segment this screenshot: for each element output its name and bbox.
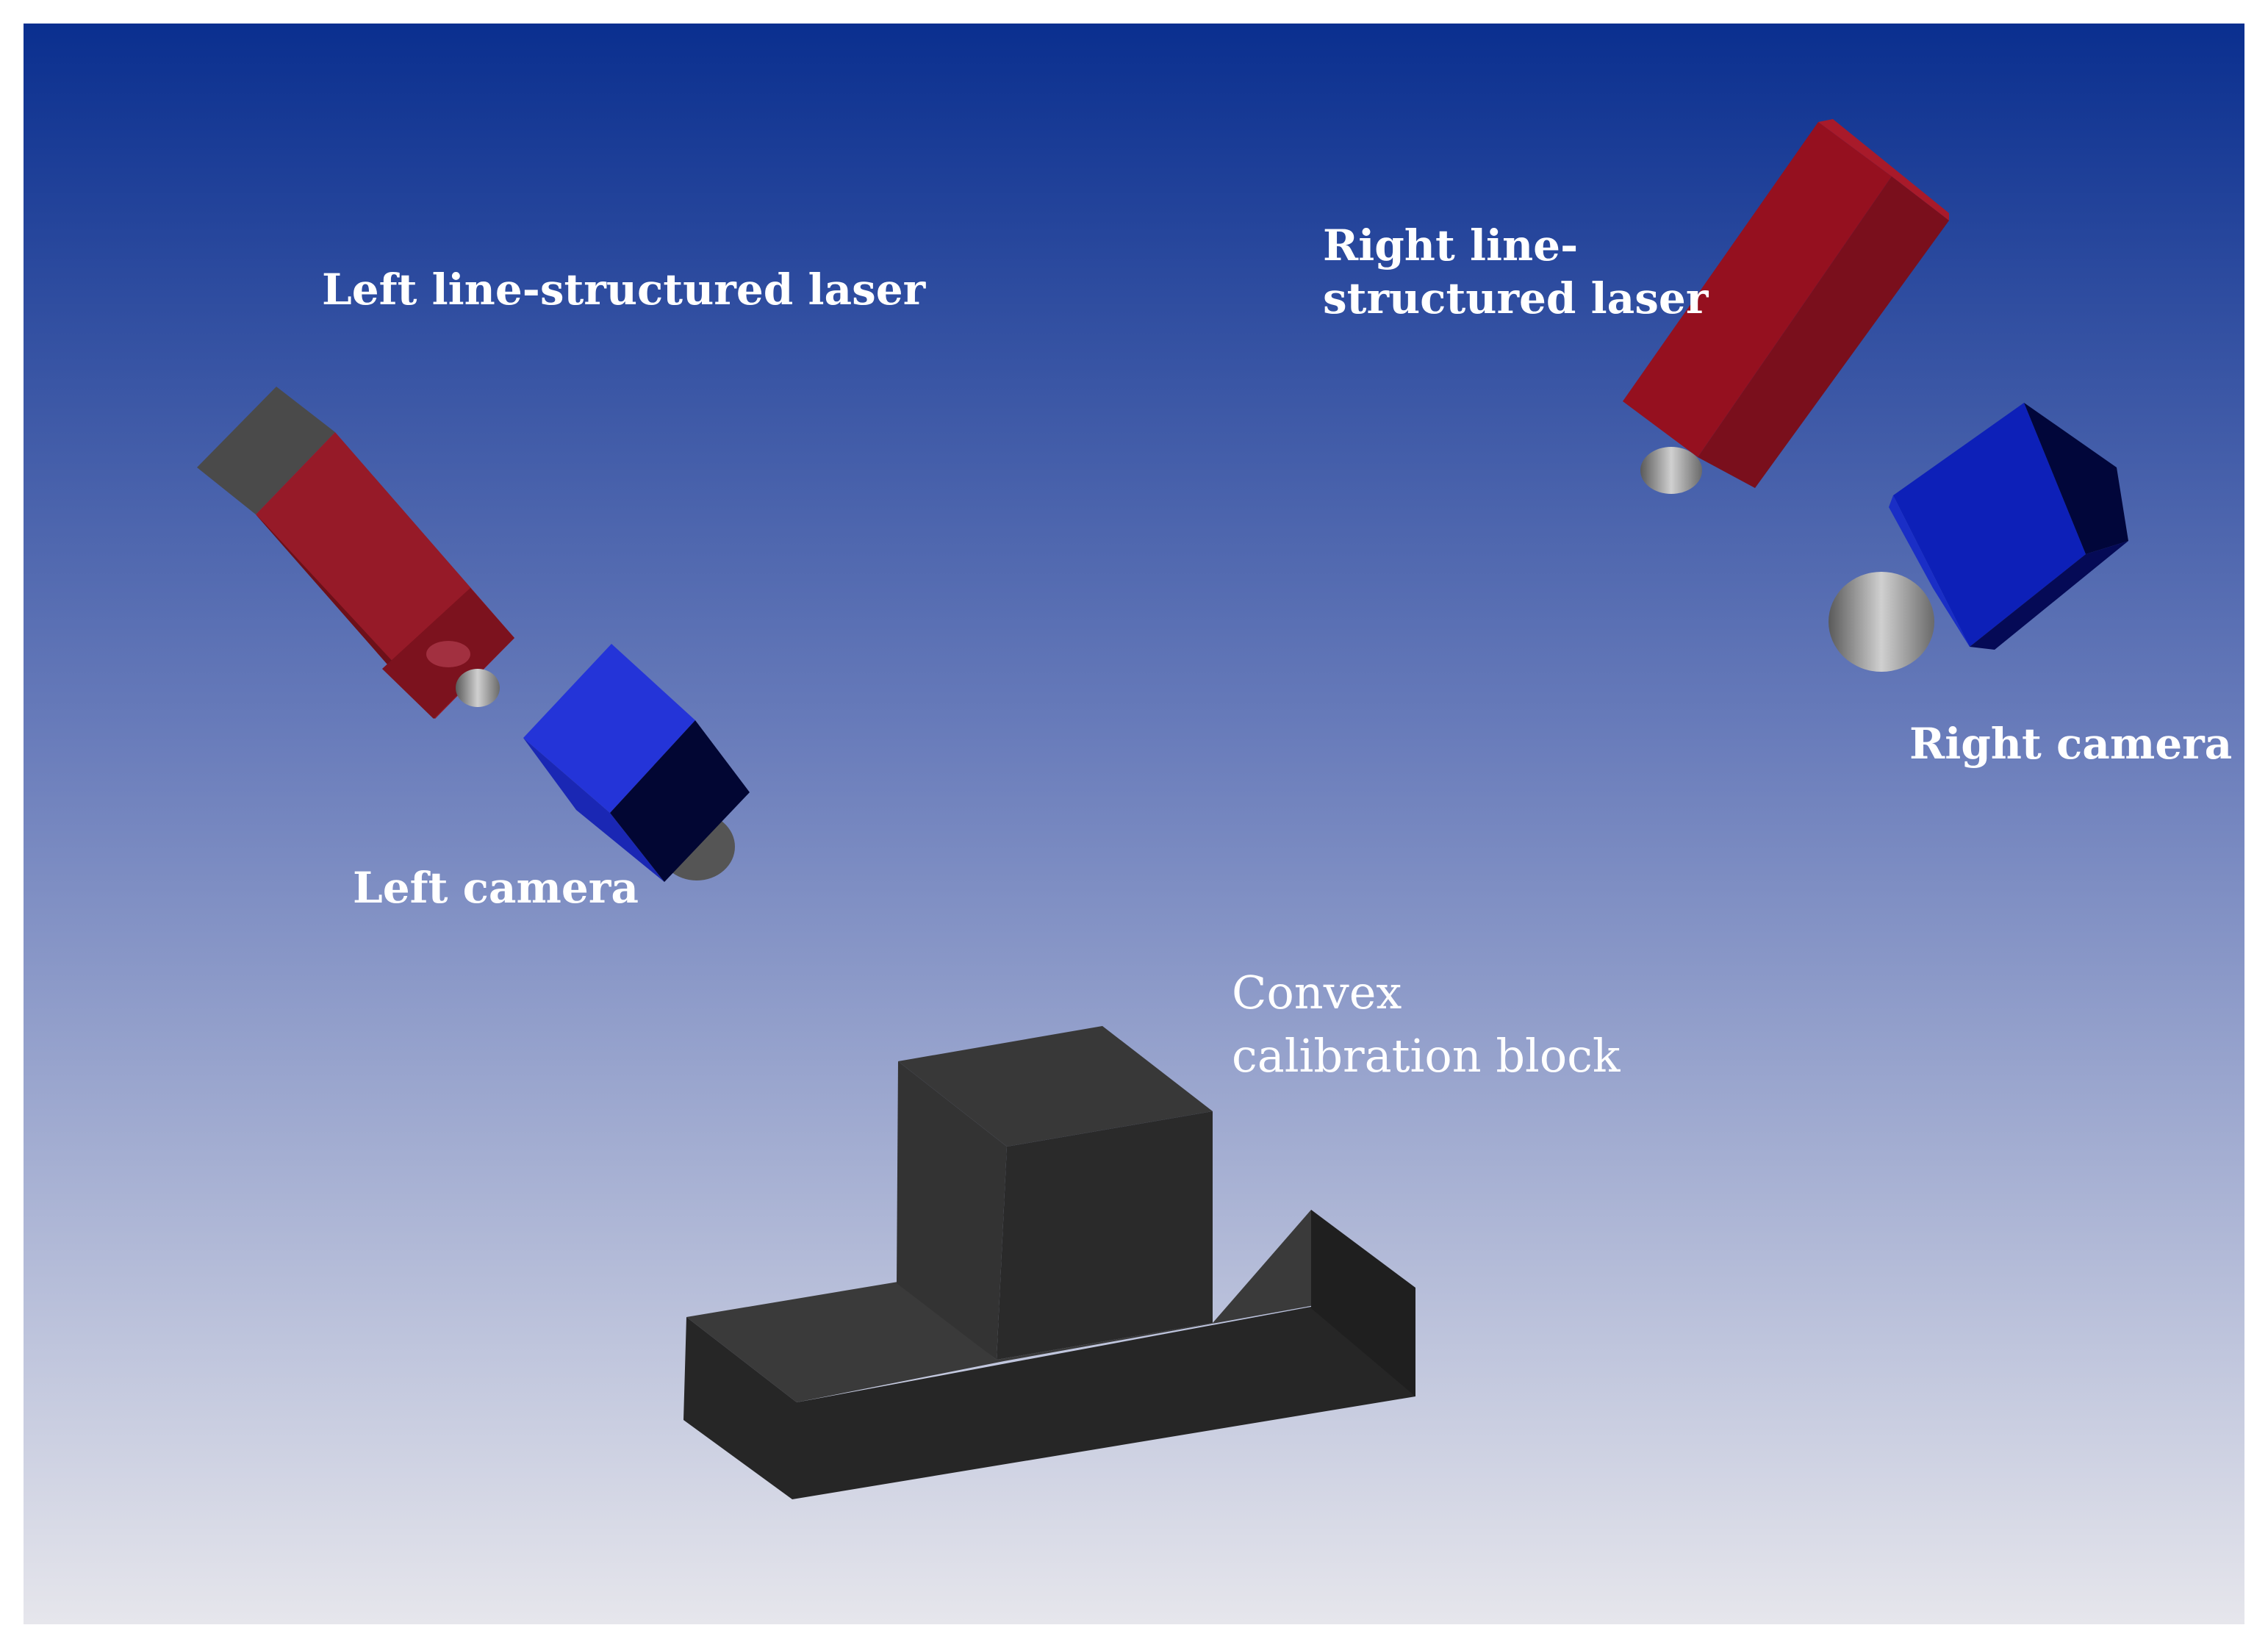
block-tower-front-face: [997, 1111, 1213, 1360]
left-laser-lens: [456, 669, 500, 707]
block-tower-left-face: [897, 1061, 1007, 1360]
right-laser-left-face: [1623, 122, 1892, 457]
block-base-front-face: [683, 1288, 1415, 1499]
convex-calibration-block: [683, 1026, 1415, 1499]
right-camera: [1829, 403, 2128, 672]
right-laser-lens: [1640, 447, 1702, 494]
right-camera-bottom-face: [1970, 541, 2128, 650]
right-camera-label: Right camera: [1909, 719, 2233, 769]
calibration-block-label-line2: calibration block: [1232, 1029, 1621, 1083]
left-laser: [197, 387, 514, 719]
right-laser-right-face: [1698, 176, 1949, 488]
left-camera-label: Left camera: [353, 863, 639, 913]
left-camera: [523, 644, 750, 882]
left-laser-label: Left line-structured laser: [322, 265, 926, 315]
left-laser-aperture: [426, 641, 470, 667]
block-tower-top-face: [898, 1026, 1213, 1147]
calibration-block-label-line1: Convex: [1232, 966, 1402, 1019]
left-laser-end-cap: [197, 387, 335, 514]
block-base-right-face: [1311, 1210, 1415, 1396]
right-laser: [1623, 119, 1949, 494]
right-camera-front-face: [1893, 403, 2086, 647]
left-camera-left-face: [523, 738, 664, 882]
right-camera-side-face: [2024, 403, 2128, 554]
left-camera-right-face: [610, 720, 750, 882]
right-laser-label: Right line- structured laser: [1323, 219, 1708, 325]
right-laser-label-line1: Right line-: [1323, 220, 1579, 270]
right-camera-left-face: [1889, 495, 1970, 647]
right-camera-lens: [1829, 572, 1934, 672]
left-camera-top-face: [523, 644, 695, 813]
calibration-block-label: Convex calibration block: [1232, 961, 1620, 1088]
block-base-top-face: [686, 1210, 1413, 1402]
right-laser-label-line2: structured laser: [1323, 273, 1709, 323]
right-laser-top-edge: [1818, 119, 1949, 220]
